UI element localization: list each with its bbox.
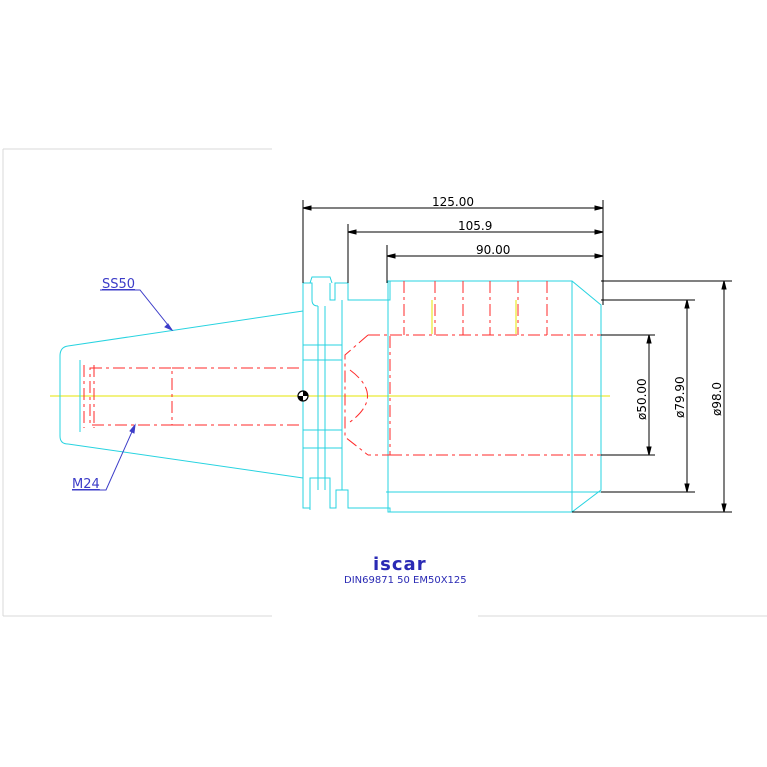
dim-bore-length: 90.00 [476,243,510,257]
dim-mid-length: 105.9 [458,219,492,233]
dim-body-diameter: ø79.90 [673,376,687,418]
logo: iscar [373,554,427,575]
flange-outline [302,276,602,513]
dim-overall-length: 125.00 [432,195,474,209]
callout-leaders [72,289,174,491]
dim-flange-diameter: ø98.0 [710,382,724,416]
dim-bore-diameter: ø50.00 [635,378,649,420]
diameter-dimensions [572,280,732,513]
callout-thread: M24 [72,477,100,492]
title-caption: DIN69871 50 EM50X125 [344,575,467,586]
taper-outline [59,310,304,479]
gauge-point-icon [297,390,309,402]
callout-taper: SS50 [102,277,135,292]
hidden-lines [83,281,601,456]
axial-dimensions [302,200,604,305]
drawing-frame [2,148,767,617]
bore-marks [431,300,517,334]
